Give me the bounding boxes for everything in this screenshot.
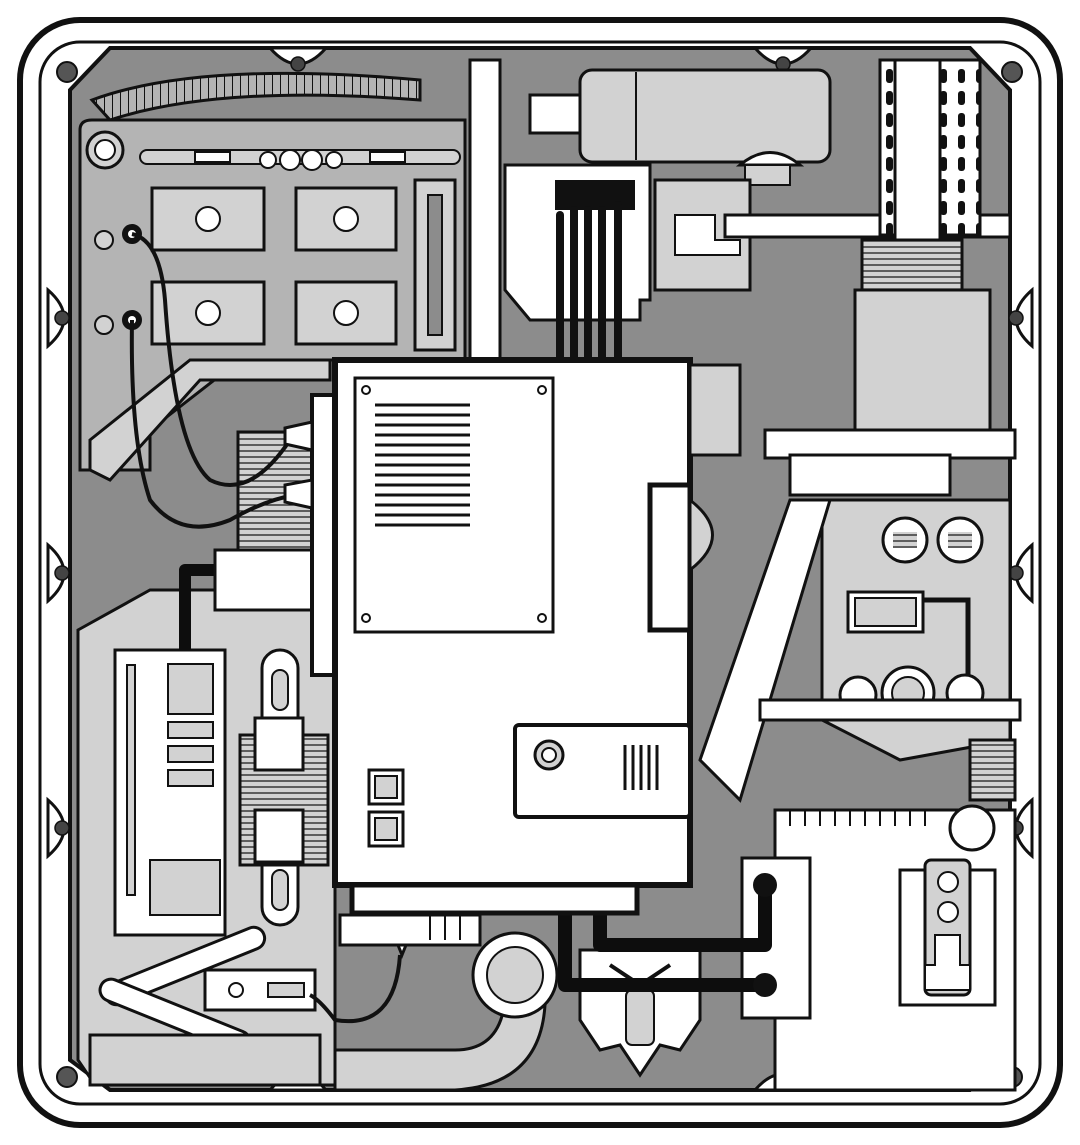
terminal-lug — [203, 968, 317, 1012]
vertical-plate — [468, 58, 502, 362]
ribbon-header — [555, 180, 635, 210]
card-chip-top — [167, 663, 214, 715]
right-control-panel — [820, 498, 1012, 762]
panel-screws — [361, 385, 547, 623]
card-chip-3 — [167, 769, 214, 787]
bus-bars — [88, 925, 322, 1087]
main-control-unit — [310, 357, 742, 916]
wire-plugs — [283, 420, 314, 510]
heat-sink-right — [968, 738, 1017, 802]
sensor-dome-icon — [688, 496, 714, 574]
card-slot — [126, 664, 136, 896]
lower-right-rail — [758, 698, 1022, 722]
transformer — [238, 648, 330, 927]
vent-grille — [375, 403, 470, 527]
right-guide-block — [788, 453, 952, 497]
signal-wire-3 — [309, 954, 402, 1024]
diagonal-strut — [698, 498, 833, 803]
bottom-header — [338, 913, 482, 947]
signal-wire-1 — [131, 232, 292, 487]
cable-tray-right — [938, 58, 982, 237]
indicator-lamp — [948, 804, 996, 852]
corrugated-hose — [89, 71, 422, 122]
pipe-flange-inner — [486, 946, 544, 1004]
fuse-holder — [898, 858, 997, 1007]
speaker-grille — [623, 745, 659, 790]
tab-notch — [674, 214, 741, 256]
cable-gland-top — [753, 873, 777, 897]
power-cable-bottom-2 — [558, 898, 772, 992]
ribbon-cable — [556, 201, 622, 364]
cable-gland-bottom — [753, 973, 777, 997]
card-chip-1 — [167, 721, 214, 739]
fitting-stem — [625, 989, 655, 1046]
motor-cylinder — [528, 68, 832, 186]
card-chip-2 — [167, 745, 214, 763]
header-pins — [429, 915, 461, 940]
right-upper-block — [853, 288, 992, 442]
signal-wire-2 — [129, 319, 296, 529]
diagonal-bracket — [88, 358, 332, 482]
lug-screw — [228, 982, 244, 998]
terminal-pins — [789, 810, 926, 826]
card-chip-bottom — [149, 859, 221, 916]
lug-tab — [267, 982, 305, 998]
power-cable-bottom-1 — [593, 878, 772, 952]
mount-bracket — [213, 548, 327, 612]
